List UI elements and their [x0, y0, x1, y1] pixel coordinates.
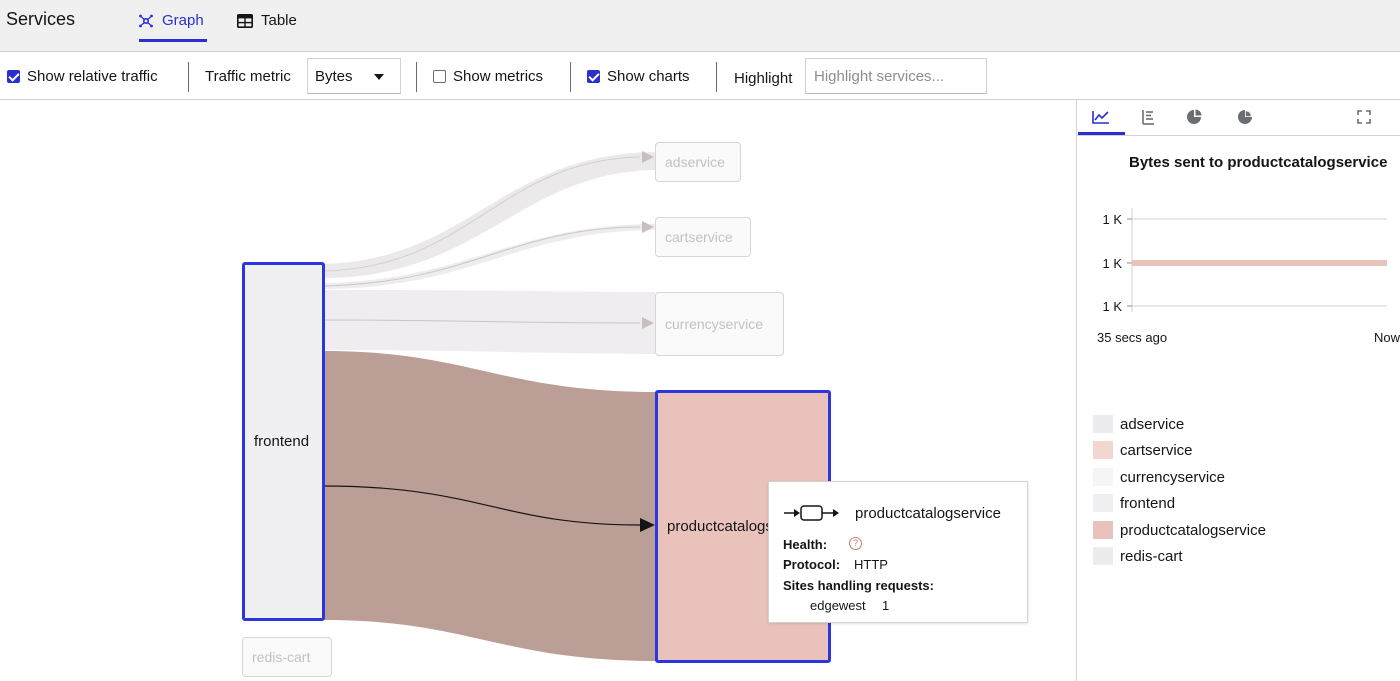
service-tooltip: productcatalogservice Health: ? Protocol…	[768, 481, 1028, 623]
expand-icon	[1357, 110, 1371, 124]
tab-list[interactable]	[1136, 106, 1160, 128]
table-icon	[237, 13, 253, 28]
highlight-label: Highlight	[734, 69, 793, 87]
tab-graph[interactable]: Graph	[138, 12, 204, 29]
bytes-line-chart: 1 K 1 K 1 K 35 secs ago Now	[1097, 208, 1400, 345]
show-metrics-label: Show metrics	[453, 67, 544, 85]
tab-line-chart[interactable]	[1089, 106, 1113, 128]
x-tick-label: Now	[1374, 330, 1400, 345]
show-charts-label: Show charts	[607, 67, 690, 85]
show-charts-toggle[interactable]: Show charts	[587, 52, 690, 100]
legend-label: currencyservice	[1120, 468, 1226, 486]
tooltip-site-name: edgewest	[810, 598, 866, 613]
flow-frontend-adservice	[323, 152, 655, 278]
node-frontend[interactable]: frontend	[242, 262, 325, 621]
tooltip-protocol-value: HTTP	[854, 557, 888, 572]
pie-chart-icon	[1187, 109, 1202, 124]
show-relative-traffic-checkbox[interactable]	[7, 69, 20, 83]
arrow-productcatalogservice-icon	[640, 518, 655, 532]
toolbar: Show relative traffic Traffic metric Byt…	[0, 52, 1400, 100]
tooltip-health-label: Health:	[783, 537, 828, 552]
service-node-icon	[784, 505, 839, 521]
legend-item-currencyservice[interactable]: currencyservice	[1093, 468, 1225, 486]
legend-label: frontend	[1120, 494, 1176, 512]
tab-pie-chart[interactable]	[1182, 106, 1206, 128]
tooltip-protocol-row: Protocol: HTTP	[783, 557, 888, 572]
traffic-metric-label: Traffic metric	[205, 67, 291, 85]
caret-down-icon	[374, 74, 384, 80]
expand-button[interactable]	[1352, 106, 1376, 128]
legend-item-cartservice[interactable]: cartservice	[1093, 441, 1193, 459]
arrow-cartservice-icon	[642, 221, 654, 233]
chart-title: Bytes sent to productcatalogservice	[1129, 154, 1388, 171]
legend-swatch	[1093, 441, 1113, 459]
flow-frontend-cartservice	[323, 224, 655, 289]
legend-swatch	[1093, 494, 1113, 512]
y-tick-label: 1 K	[1102, 256, 1122, 271]
legend-label: productcatalogservice	[1120, 521, 1266, 539]
page-title: Services	[6, 9, 76, 29]
tab-graph-label: Graph	[162, 12, 204, 29]
tooltip-protocol-label: Protocol:	[783, 557, 841, 572]
node-currencyservice[interactable]: currencyservice	[655, 292, 784, 356]
legend-label: redis-cart	[1120, 547, 1183, 565]
toolbar-divider	[570, 62, 571, 92]
node-cartservice[interactable]: cartservice	[655, 217, 751, 257]
legend-item-redis-cart[interactable]: redis-cart	[1093, 547, 1183, 565]
traffic-metric-select[interactable]: Bytes	[307, 58, 401, 94]
show-charts-checkbox[interactable]	[587, 69, 600, 83]
legend-swatch	[1093, 547, 1113, 565]
node-adservice[interactable]: adservice	[655, 142, 741, 182]
legend-label: cartservice	[1120, 441, 1193, 459]
legend-swatch	[1093, 521, 1113, 539]
legend-label: adservice	[1120, 415, 1185, 433]
tooltip-sites-heading: Sites handling requests:	[783, 578, 934, 593]
flow-canvas	[322, 151, 657, 661]
active-tab-indicator	[139, 39, 207, 42]
node-redis-cart[interactable]: redis-cart	[242, 637, 332, 677]
y-tick-label: 1 K	[1102, 299, 1122, 314]
legend-swatch	[1093, 468, 1113, 486]
show-metrics-toggle[interactable]: Show metrics	[433, 52, 543, 100]
list-icon	[1142, 110, 1154, 125]
toolbar-divider	[188, 62, 189, 92]
service-graph[interactable]: adservice cartservice currencyservice fr…	[0, 100, 1076, 681]
tooltip-health-row: Health: ?	[783, 537, 862, 552]
traffic-metric-value: Bytes	[315, 67, 353, 85]
legend-item-adservice[interactable]: adservice	[1093, 415, 1184, 433]
x-tick-label: 35 secs ago	[1097, 330, 1167, 345]
show-metrics-checkbox[interactable]	[433, 69, 446, 83]
tooltip-service-name: productcatalogservice	[855, 505, 1001, 522]
tooltip-site-row: edgewest 1	[810, 598, 889, 613]
legend-item-frontend[interactable]: frontend	[1093, 494, 1175, 512]
tooltip-site-count: 1	[882, 598, 890, 613]
topology-icon	[139, 14, 153, 27]
legend-item-productcatalogservice[interactable]: productcatalogservice	[1093, 521, 1266, 539]
tooltip-sites-label: Sites handling requests:	[783, 578, 934, 593]
arrow-currencyservice-icon	[642, 317, 654, 329]
tab-table-label: Table	[261, 12, 297, 29]
tab-table[interactable]: Table	[237, 12, 297, 29]
y-tick-label: 1 K	[1102, 212, 1122, 227]
header-bar: Services Graph Table	[0, 0, 1400, 52]
highlight-services-input[interactable]	[805, 58, 987, 94]
active-panel-tab-indicator	[1078, 132, 1125, 135]
toolbar-divider	[416, 62, 417, 92]
legend-swatch	[1093, 415, 1113, 433]
tab-pie-segment[interactable]	[1233, 106, 1257, 128]
toolbar-divider	[716, 62, 717, 92]
panel-tab-bar	[1077, 100, 1400, 136]
show-relative-traffic-label: Show relative traffic	[27, 67, 158, 85]
pie-segment-icon	[1238, 110, 1252, 124]
line-chart-icon	[1092, 111, 1109, 124]
arrow-adservice-icon	[642, 151, 654, 163]
help-icon[interactable]: ?	[849, 537, 862, 550]
show-relative-traffic-toggle[interactable]: Show relative traffic	[7, 52, 158, 100]
